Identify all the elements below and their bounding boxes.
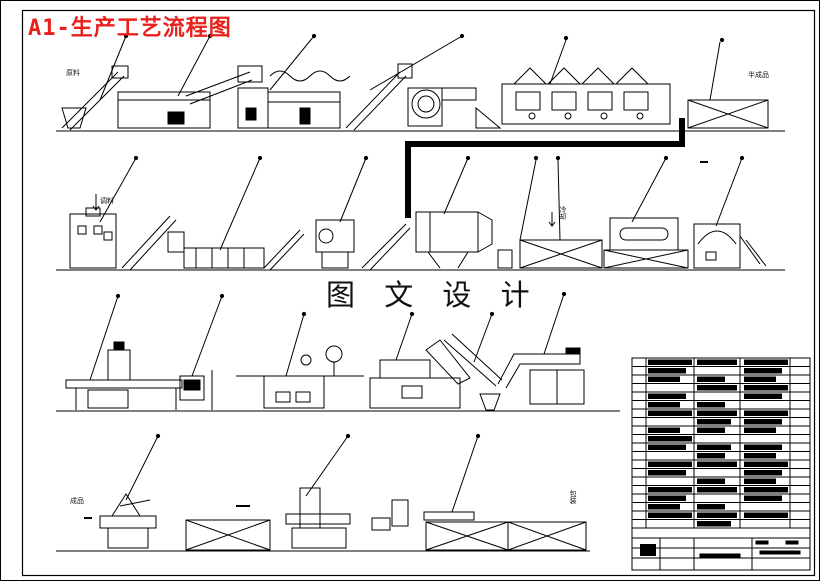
title-block-redacted-cell: [648, 359, 692, 365]
title-block-redacted-cell: [697, 461, 737, 467]
title-block-redacted-cell: [648, 504, 680, 510]
row-2-equipment: [56, 155, 785, 271]
transfer-pipe: [405, 118, 685, 218]
title-block-redacted-cell: [648, 512, 692, 518]
title-block-redacted-cell: [697, 453, 725, 459]
title-block-redacted-cell: [697, 521, 731, 527]
row-4-equipment: [56, 433, 590, 552]
title-block-redacted-cell: [744, 444, 782, 450]
title-block-redacted-cell: [697, 478, 725, 484]
title-block-redacted-cell: [697, 359, 737, 365]
title-block-redacted-cell: [697, 410, 737, 416]
title-block-redacted-cell: [744, 368, 782, 374]
title-block-redacted-cell: [744, 359, 788, 365]
title-block-redacted-cell: [648, 402, 680, 408]
drawing-title: A1-生产工艺流程图: [28, 16, 232, 41]
title-block-redacted-cell: [648, 410, 692, 416]
title-block-redacted-cell: [744, 461, 788, 467]
title-block-redacted-cell: [648, 495, 686, 501]
title-block-redacted-cell: [697, 385, 737, 391]
title-block-redacted-cell: [648, 461, 692, 467]
title-block-redacted-cell: [648, 368, 686, 374]
title-block-redacted-cell: [648, 444, 686, 450]
title-block-redacted-cell: [744, 376, 776, 382]
title-block-redacted-cell: [744, 427, 776, 433]
watermark-text: 图 文 设 计: [326, 278, 540, 312]
label-raw-material: 原料: [66, 69, 80, 77]
row-1-equipment: [56, 33, 785, 132]
title-block-redacted-cell: [697, 512, 737, 518]
title-block-redacted-cell: [697, 487, 737, 493]
title-block-redacted-cell: [697, 444, 731, 450]
title-block-redacted-cell: [648, 470, 686, 476]
label-semi-product: 半成品: [748, 71, 769, 79]
title-block-redacted-cell: [744, 478, 776, 484]
title-block-redacted-cell: [697, 427, 725, 433]
label-seasoning: 调料: [100, 197, 114, 205]
row-3-equipment: [56, 291, 620, 412]
title-block-redacted-cell: [744, 393, 782, 399]
title-block-redacted-cell: [744, 453, 776, 459]
title-block-redacted-cell: [697, 504, 725, 510]
inner-border: [21, 9, 816, 577]
label-packaging: 包装: [569, 490, 577, 504]
label-cooling: 冷却: [559, 206, 567, 220]
title-block-redacted-cell: [697, 402, 725, 408]
title-block-redacted-cell: [697, 419, 731, 425]
title-block-redacted-cell: [697, 376, 725, 382]
title-block-redacted-cell: [648, 427, 680, 433]
title-block: [631, 357, 811, 571]
title-block-redacted-cell: [744, 419, 782, 425]
title-block-redacted-cell: [744, 495, 782, 501]
title-block-redacted-cell: [744, 385, 788, 391]
label-finished-product: 成品: [70, 497, 84, 505]
title-block-redacted-cell: [744, 470, 782, 476]
title-block-redacted-cell: [744, 512, 788, 518]
title-block-redacted-cell: [744, 487, 788, 493]
title-block-redacted-cell: [648, 436, 692, 442]
title-block-redacted-cell: [648, 487, 692, 493]
title-block-redacted-cell: [744, 410, 788, 416]
title-block-redacted-cell: [648, 376, 680, 382]
title-block-redacted-cell: [648, 393, 686, 399]
